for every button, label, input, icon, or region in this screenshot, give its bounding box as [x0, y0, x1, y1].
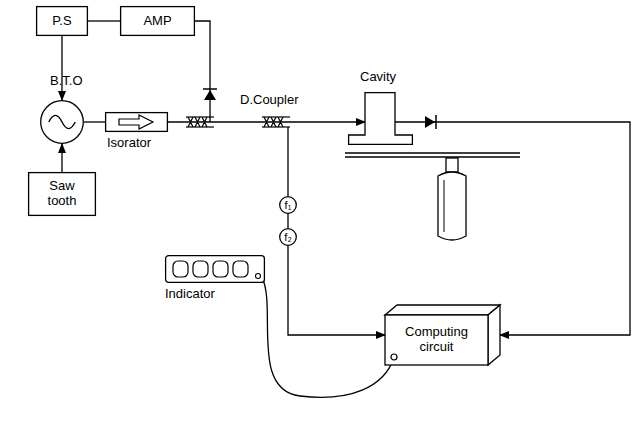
shape-outline	[105, 112, 168, 132]
coupler-branch-wire	[287, 127, 288, 196]
oscillator-symbol: B.T.O	[40, 100, 84, 144]
indicator-box: Indicator	[165, 255, 265, 283]
connector	[61, 36, 62, 100]
connector	[395, 122, 630, 335]
isolator-box: Isorator	[105, 112, 168, 132]
node-text: f₂	[284, 231, 291, 244]
sawtooth-box: Saw tooth	[28, 172, 96, 216]
connector	[88, 20, 120, 21]
frequency-marker: f₂	[279, 228, 297, 246]
node-text: Saw tooth	[36, 179, 88, 209]
component-label: D.Coupler	[240, 92, 299, 107]
node-text: B.T.O	[50, 74, 83, 89]
coupler-symbol	[186, 117, 290, 127]
node-text: Computing circuit	[392, 325, 482, 355]
node-text: Cavity	[360, 70, 396, 85]
node-text: Indicator	[165, 287, 215, 302]
node-text: Isorator	[107, 136, 151, 151]
cavity-shape: Cavity	[348, 92, 413, 145]
power-supply-box: P.S	[36, 6, 88, 36]
node-text: AMP	[143, 14, 171, 29]
sample-stage	[345, 153, 520, 240]
connector	[287, 214, 288, 228]
shape-outline	[348, 92, 413, 145]
node-text: f₁	[285, 199, 292, 212]
diode-symbol	[203, 89, 217, 100]
feedback-wire	[195, 21, 210, 122]
shape-outline	[40, 100, 84, 144]
diode-symbol	[425, 115, 436, 129]
connector	[61, 144, 62, 172]
frequency-marker: f₁	[279, 196, 297, 214]
connector	[262, 277, 394, 397]
computing-box: Computing circuit	[385, 305, 500, 365]
node-text: P.S	[52, 14, 71, 29]
shape-outline	[165, 255, 265, 283]
amplifier-box: AMP	[120, 6, 195, 36]
connector	[288, 246, 385, 335]
connector	[84, 121, 105, 122]
